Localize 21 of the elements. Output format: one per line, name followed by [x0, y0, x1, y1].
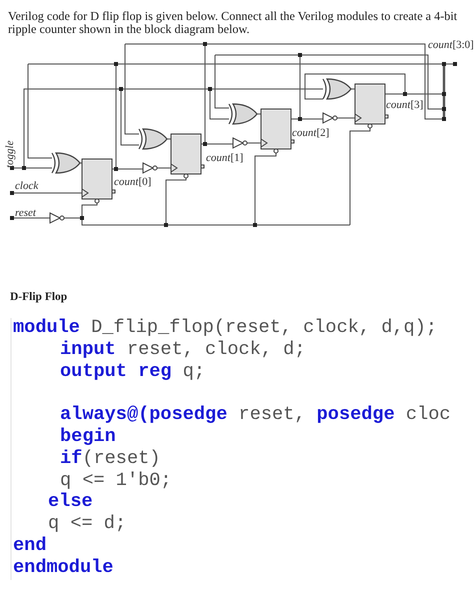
code-line: module D_flip_flop(reset, clock, d,q);	[13, 317, 438, 339]
signal-label: toggle	[4, 140, 16, 168]
code-line: q <= d;	[48, 513, 126, 535]
signal-label: count[2]	[292, 127, 330, 139]
code-line: endmodule	[13, 557, 114, 579]
code-line: q <= 1'b0;	[60, 470, 172, 492]
code-line: end	[13, 535, 46, 557]
instruction-text: Verilog code for D flip flop is given below. Connect all the Verilog modules to create a 4-bit ripple counter shown in the block diagram below.	[8, 10, 458, 36]
code-line: input reset, clock, d;	[60, 339, 306, 361]
code-line: output reg q;	[60, 361, 206, 383]
signal-label: count[0]	[114, 176, 152, 188]
signal-label: count[1]	[206, 152, 244, 164]
code-line: begin	[60, 426, 116, 448]
signal-label: reset	[15, 207, 36, 219]
code-line: always@(posedge reset, posedge cloc	[60, 404, 451, 426]
signal-label: clock	[15, 180, 38, 192]
section-heading: D-Flip Flop	[10, 291, 68, 303]
signal-label: count[3:0]	[428, 39, 474, 51]
signal-label: count[3]	[386, 99, 424, 111]
code-line: if(reset)	[60, 448, 160, 470]
code-line: else	[48, 491, 93, 513]
